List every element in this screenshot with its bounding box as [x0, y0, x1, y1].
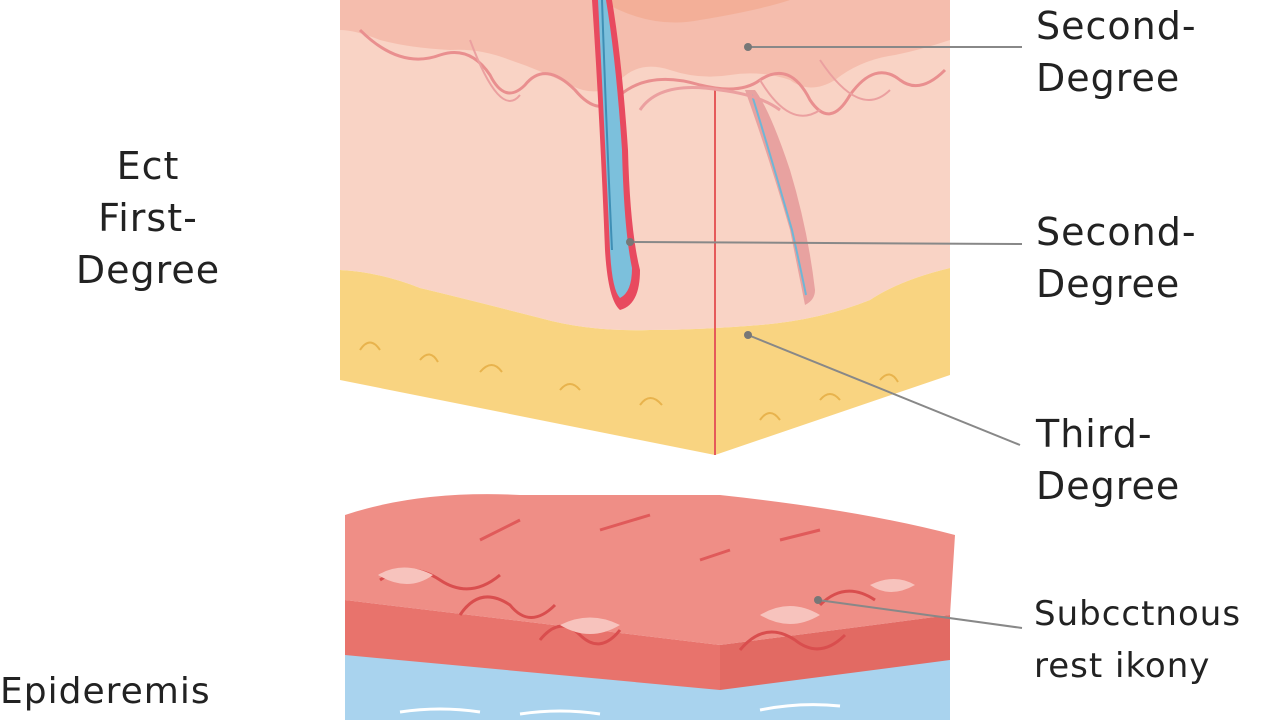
fat-texture [359, 341, 899, 421]
second-degree-mid-label: Second- Degree [1036, 206, 1197, 310]
fascia-lines [399, 703, 841, 716]
leader-subcut [817, 599, 1023, 629]
fat-layer [340, 268, 950, 455]
subcutaneous-line2: rest ikony [1034, 646, 1211, 686]
rete-ridges-inner [469, 39, 891, 117]
third-degree-line2: Degree [1036, 464, 1181, 508]
first-degree-label-line2: First- [98, 196, 198, 240]
pointer-dot-icon [814, 596, 822, 604]
lower-tissue-block [345, 494, 955, 720]
muscle-scratches [479, 513, 821, 562]
third-degree-line1: Third- [1036, 412, 1153, 456]
first-degree-label-line3: Degree [75, 248, 221, 292]
second-degree-mid-line2: Degree [1036, 262, 1181, 306]
second-degree-mid-line1: Second- [1036, 210, 1197, 254]
pointer-dots [626, 43, 822, 604]
subcutaneous-label: Subcctnous rest ikony [1034, 588, 1241, 692]
third-degree-label: Third- Degree [1036, 408, 1180, 512]
subcutaneous-line1: Subcctnous [1034, 594, 1242, 634]
dermis-fold [638, 86, 781, 112]
muscle-pockets [378, 567, 915, 634]
second-degree-top-line1: Second- [1036, 4, 1197, 48]
hair-follicle-icon [592, 0, 640, 310]
first-degree-label-line1: Ect [116, 144, 180, 188]
pointer-dot-icon [744, 331, 752, 339]
pointer-dot-icon [626, 238, 634, 246]
muscle-fibers [379, 568, 876, 651]
first-degree-label: Ect First- Degree [58, 140, 238, 296]
epidermis-band [340, 0, 950, 92]
upper-skin-block [340, 0, 950, 455]
leader-second-mid [629, 241, 1023, 245]
second-degree-top-line2: Degree [1036, 56, 1181, 100]
leader-third [747, 334, 1021, 446]
epidermis-highlight [600, 0, 790, 23]
epidermis-label: Epideremis [0, 671, 211, 712]
pointer-dot-icon [744, 43, 752, 51]
second-degree-top-label: Second- Degree [1036, 0, 1197, 104]
hair-follicle-icon [745, 90, 815, 305]
leader-lines [629, 46, 1023, 629]
